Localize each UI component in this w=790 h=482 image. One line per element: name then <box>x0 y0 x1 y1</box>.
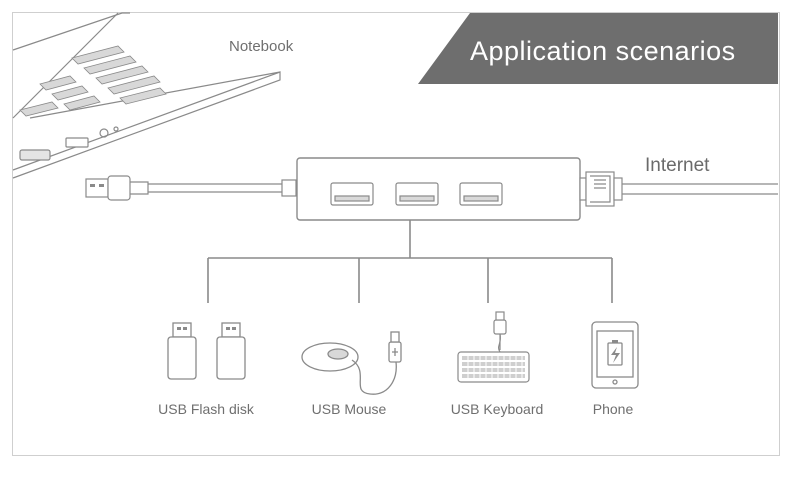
device-label-phone: Phone <box>592 401 634 417</box>
usb-flash-disk-icon <box>167 322 246 380</box>
notebook-illustration <box>12 12 281 179</box>
device-label-usb-flash-disk: USB Flash disk <box>158 401 254 417</box>
title-banner <box>418 13 778 84</box>
banner-title: Application scenarios <box>470 36 736 66</box>
notebook-label: Notebook <box>229 38 294 55</box>
device-label-usb-keyboard: USB Keyboard <box>450 401 544 417</box>
usb-cable-to-notebook <box>85 175 297 201</box>
usb-mouse-icon <box>301 331 402 395</box>
internet-label: Internet <box>645 155 710 176</box>
usb-hub <box>296 157 581 221</box>
ethernet-cable <box>579 171 778 207</box>
phone-icon <box>591 321 639 389</box>
usb-keyboard-icon <box>457 311 530 383</box>
distribution-lines <box>207 220 613 303</box>
device-label-usb-mouse: USB Mouse <box>311 401 387 417</box>
